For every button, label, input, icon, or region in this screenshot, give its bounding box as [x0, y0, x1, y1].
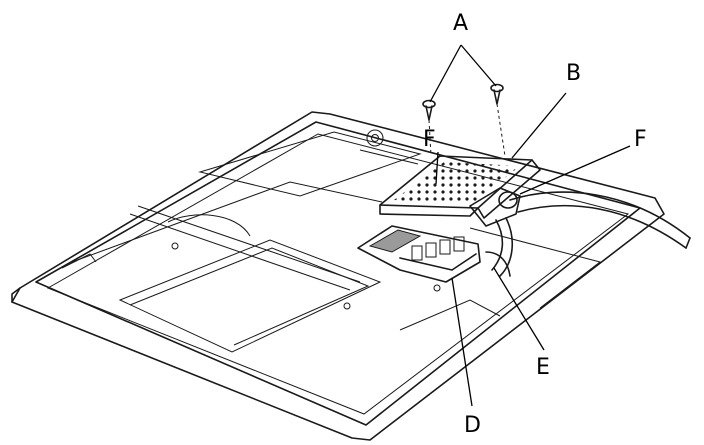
label-d: D	[464, 413, 481, 438]
label-b: B	[566, 61, 581, 86]
screw-right-icon	[490, 83, 504, 105]
label-f-right: F	[634, 127, 647, 152]
screw-left-icon	[422, 99, 436, 121]
label-e: E	[536, 355, 550, 380]
cable-clamp	[469, 187, 691, 277]
label-a: A	[453, 11, 468, 36]
label-f-left: F	[423, 127, 436, 152]
terminal-cover	[379, 155, 541, 219]
hob-panel	[11, 111, 665, 441]
fixing-screws	[422, 83, 506, 157]
leader-lines	[429, 44, 631, 407]
terminal-block	[357, 225, 511, 283]
